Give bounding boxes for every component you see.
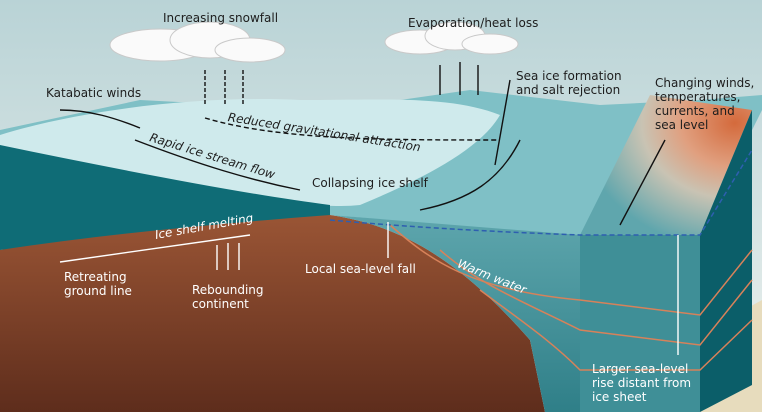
- label-larger-line3: ice sheet: [592, 390, 647, 404]
- label-katabatic-winds: Katabatic winds: [46, 86, 142, 100]
- label-larger-line2: rise distant from: [592, 376, 692, 390]
- label-changing-line1: Changing winds,: [655, 76, 755, 90]
- label-evaporation: Evaporation/heat loss: [408, 16, 539, 30]
- label-sea-ice-line1: Sea ice formation: [516, 69, 622, 83]
- label-local-sea-level-fall: Local sea-level fall: [305, 262, 416, 276]
- label-collapsing-ice-shelf: Collapsing ice shelf: [312, 176, 428, 190]
- label-rebounding-line2: continent: [192, 297, 249, 311]
- label-increasing-snowfall: Increasing snowfall: [163, 11, 279, 25]
- label-larger-line1: Larger sea-level: [592, 362, 689, 376]
- label-changing-line2: temperatures,: [655, 90, 741, 104]
- label-sea-ice-line2: and salt rejection: [516, 83, 621, 97]
- label-retreating-line2: ground line: [64, 284, 132, 298]
- label-changing-line4: sea level: [655, 118, 709, 132]
- label-rebounding-line1: Rebounding: [192, 283, 264, 297]
- label-changing-winds: Changing winds,temperatures,currents, an…: [655, 76, 754, 132]
- label-retreating-line1: Retreating: [64, 270, 127, 284]
- label-changing-line3: currents, and: [655, 104, 735, 118]
